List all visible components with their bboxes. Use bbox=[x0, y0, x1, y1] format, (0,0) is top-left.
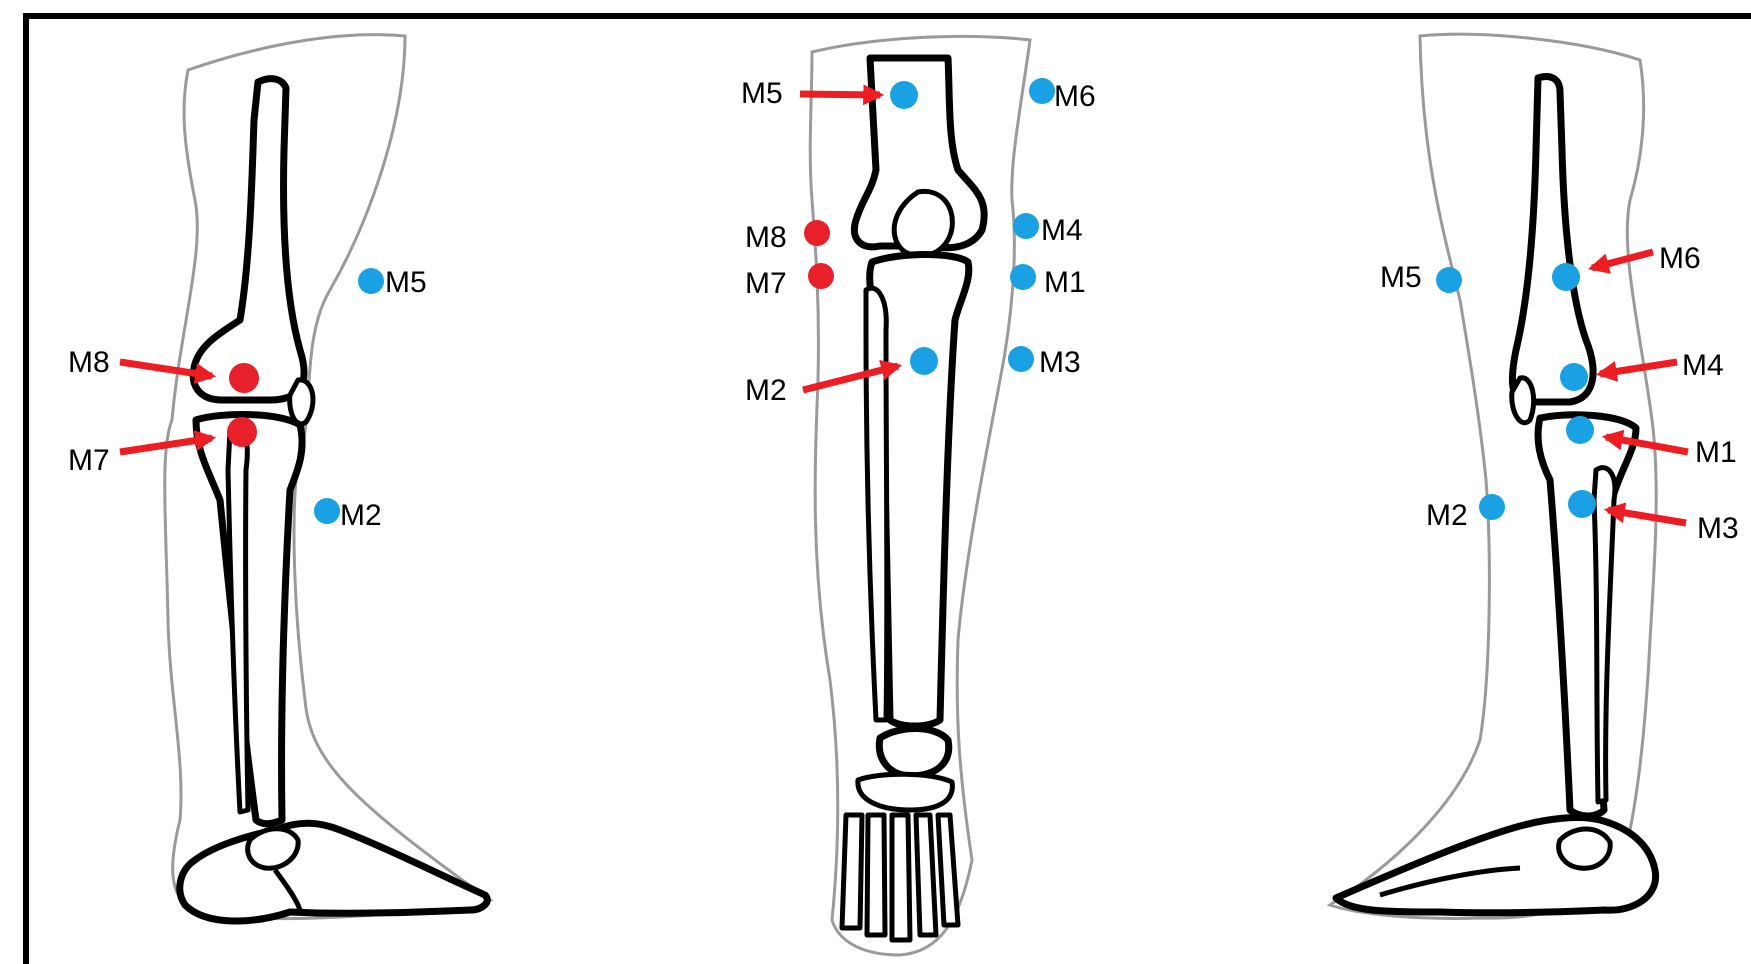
left-marker-m5-dot bbox=[358, 268, 384, 294]
left-marker-m2-label: M2 bbox=[340, 499, 382, 532]
right-ankle-bones bbox=[1559, 829, 1611, 868]
right-marker-m3-dot bbox=[1568, 490, 1596, 518]
middle-marker-m7-dot bbox=[808, 263, 834, 289]
left-marker-m8-label: M8 bbox=[68, 346, 110, 379]
middle-foot-bones bbox=[842, 774, 958, 940]
right-marker-m1-dot bbox=[1566, 416, 1594, 444]
middle-marker-m6-label: M6 bbox=[1054, 80, 1096, 113]
middle-marker-m6-dot bbox=[1029, 78, 1055, 104]
right-marker-m3-arrow bbox=[1608, 510, 1686, 523]
middle-leg-view: M5 M6 M8 M4 M7 M1 M2 M3 bbox=[741, 36, 1096, 955]
right-marker-m4-dot bbox=[1560, 363, 1588, 391]
left-marker-m7-dot bbox=[227, 417, 257, 447]
left-fibula bbox=[228, 429, 248, 812]
right-patella bbox=[1512, 378, 1534, 423]
middle-ankle-bones bbox=[879, 728, 948, 776]
right-marker-m1-label: M1 bbox=[1695, 436, 1737, 469]
left-marker-m7-label: M7 bbox=[68, 444, 110, 477]
right-femur bbox=[1512, 77, 1593, 402]
left-marker-m2-dot bbox=[314, 498, 340, 524]
right-marker-m2-dot bbox=[1479, 494, 1505, 520]
right-marker-m2-label: M2 bbox=[1426, 499, 1468, 532]
middle-marker-m7-label: M7 bbox=[745, 267, 787, 300]
middle-marker-m1-label: M1 bbox=[1044, 266, 1086, 299]
right-marker-m5-dot bbox=[1436, 267, 1462, 293]
left-femur bbox=[193, 79, 304, 400]
middle-marker-m4-label: M4 bbox=[1041, 214, 1083, 247]
right-marker-m4-arrow bbox=[1600, 362, 1677, 374]
left-marker-m8-dot bbox=[229, 363, 259, 393]
middle-marker-m3-dot bbox=[1008, 346, 1034, 372]
right-fibula bbox=[1594, 468, 1615, 802]
middle-marker-m2-dot bbox=[910, 347, 938, 375]
middle-marker-m8-label: M8 bbox=[745, 221, 787, 254]
middle-marker-m4-dot bbox=[1013, 213, 1039, 239]
left-foot bbox=[180, 823, 488, 921]
right-tibia bbox=[1538, 415, 1636, 816]
middle-marker-m8-dot bbox=[804, 220, 830, 246]
left-patella bbox=[290, 380, 313, 424]
middle-marker-m2-label: M2 bbox=[745, 374, 787, 407]
left-ankle-bones bbox=[248, 829, 298, 868]
middle-marker-m3-label: M3 bbox=[1039, 346, 1081, 379]
right-marker-m3-label: M3 bbox=[1697, 512, 1739, 545]
right-marker-m4-label: M4 bbox=[1682, 349, 1724, 382]
right-leg-view: M5 M6 M4 M1 M2 M3 bbox=[1330, 34, 1739, 918]
middle-marker-m5-label: M5 bbox=[741, 77, 783, 110]
right-marker-m6-dot bbox=[1552, 263, 1580, 291]
right-marker-m5-label: M5 bbox=[1380, 261, 1422, 294]
right-marker-m6-arrow bbox=[1592, 252, 1653, 268]
middle-marker-m1-dot bbox=[1010, 264, 1036, 290]
middle-marker-m5-arrow bbox=[800, 94, 880, 95]
right-marker-m6-label: M6 bbox=[1659, 242, 1701, 275]
left-marker-m5-label: M5 bbox=[385, 266, 427, 299]
middle-marker-m5-dot bbox=[890, 81, 918, 109]
middle-fibula bbox=[866, 288, 887, 720]
left-leg-view: M5 M8 M7 M2 bbox=[68, 35, 490, 921]
